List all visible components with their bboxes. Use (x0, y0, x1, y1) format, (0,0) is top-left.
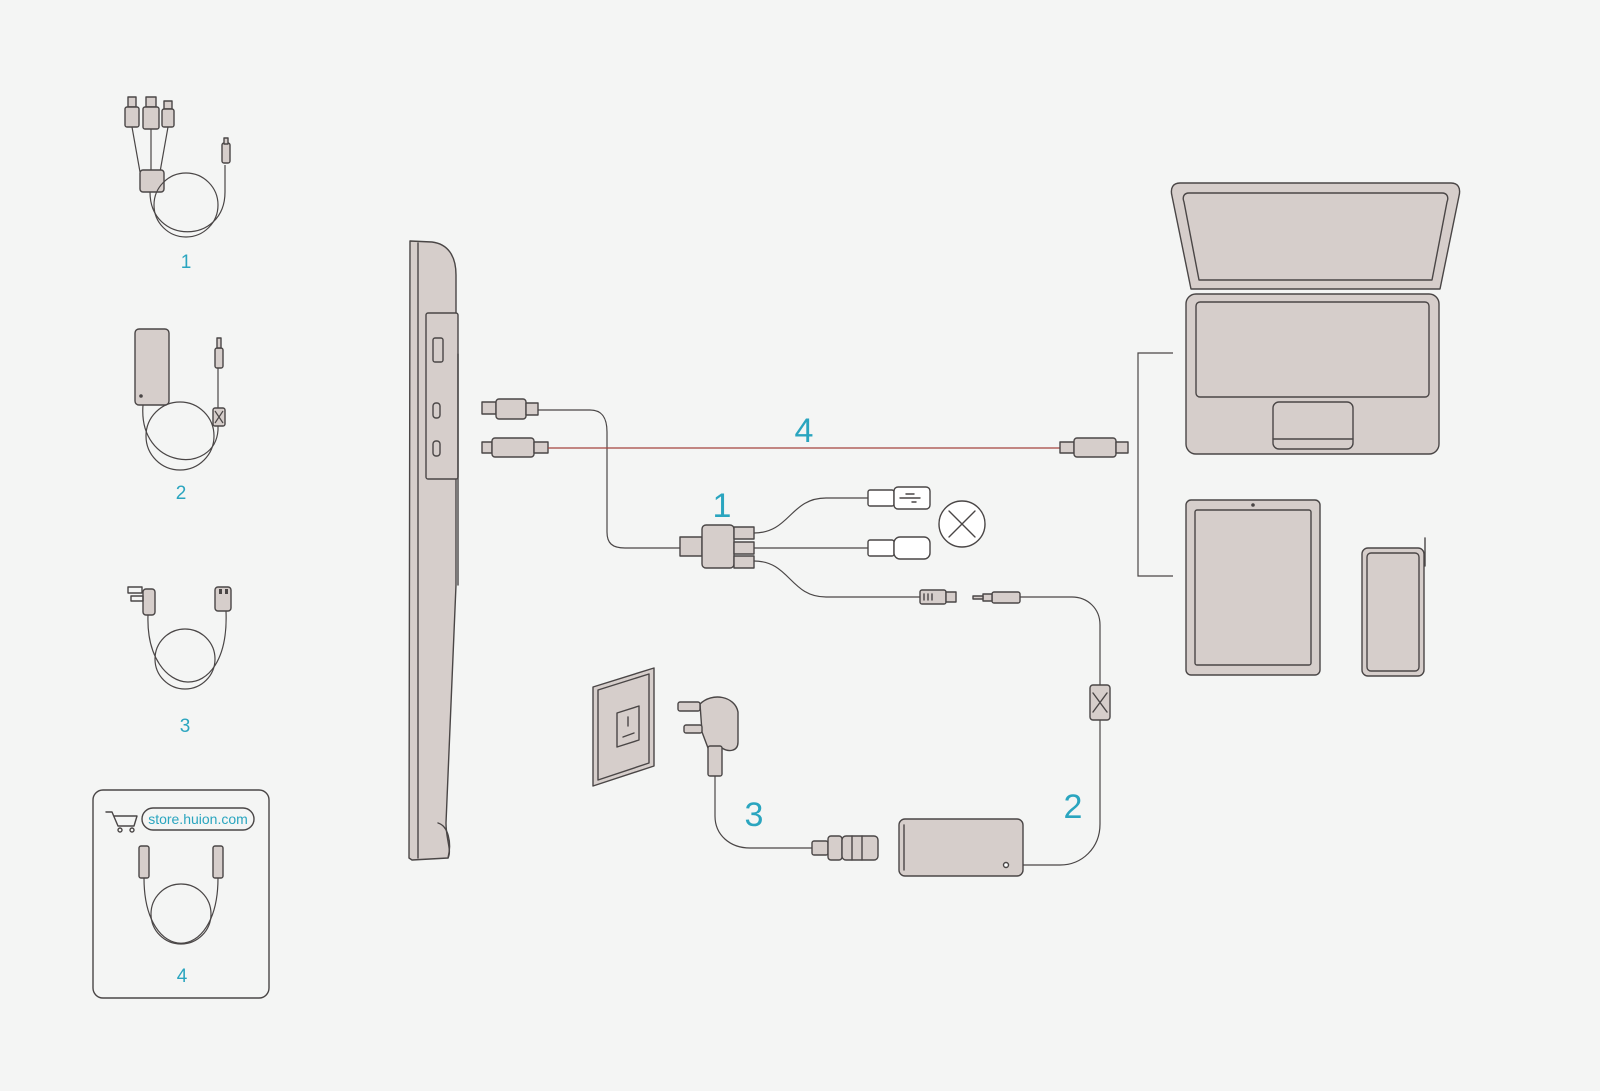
accessory-label-1: 1 (181, 252, 192, 273)
pen-display-side-view (408, 240, 459, 861)
accessory-usbc-cable: store.huion.com 4 (92, 789, 270, 999)
port-usbc-lower (432, 440, 441, 457)
wall-socket (592, 667, 655, 787)
accessory-power-adapter: 2 (134, 328, 226, 504)
splitter-block (701, 524, 735, 569)
cross-circle-icon (938, 500, 986, 548)
accessory-3in1-cable: 1 (124, 96, 231, 273)
port-usbc-upper (432, 402, 441, 419)
accessory-label-3: 3 (180, 716, 191, 737)
cable-label-1: 1 (713, 487, 732, 525)
tablet (1185, 499, 1321, 676)
laptop (1170, 182, 1461, 455)
store-link-pill[interactable] (141, 807, 255, 831)
port-hdmi (432, 337, 444, 363)
cable-label-3: 3 (745, 796, 764, 834)
shopping-cart-icon (105, 811, 138, 833)
device-bracket (1137, 352, 1173, 577)
cable-usbc-connection: 4 (481, 412, 1129, 458)
accessory-label-2: 2 (176, 483, 187, 504)
store-box (92, 789, 270, 999)
power-adapter-connection: 2 (898, 591, 1111, 877)
store-link-text[interactable]: store.huion.com (148, 811, 248, 827)
accessory-power-cord: 3 (127, 586, 232, 737)
cable-label-4: 4 (795, 412, 814, 450)
smartphone (1361, 537, 1426, 677)
cable-3in1-connection: 1 (481, 398, 986, 605)
power-cord-connection: 3 (677, 696, 879, 861)
cable-label-2: 2 (1064, 788, 1083, 826)
accessory-label-4: 4 (177, 966, 188, 987)
